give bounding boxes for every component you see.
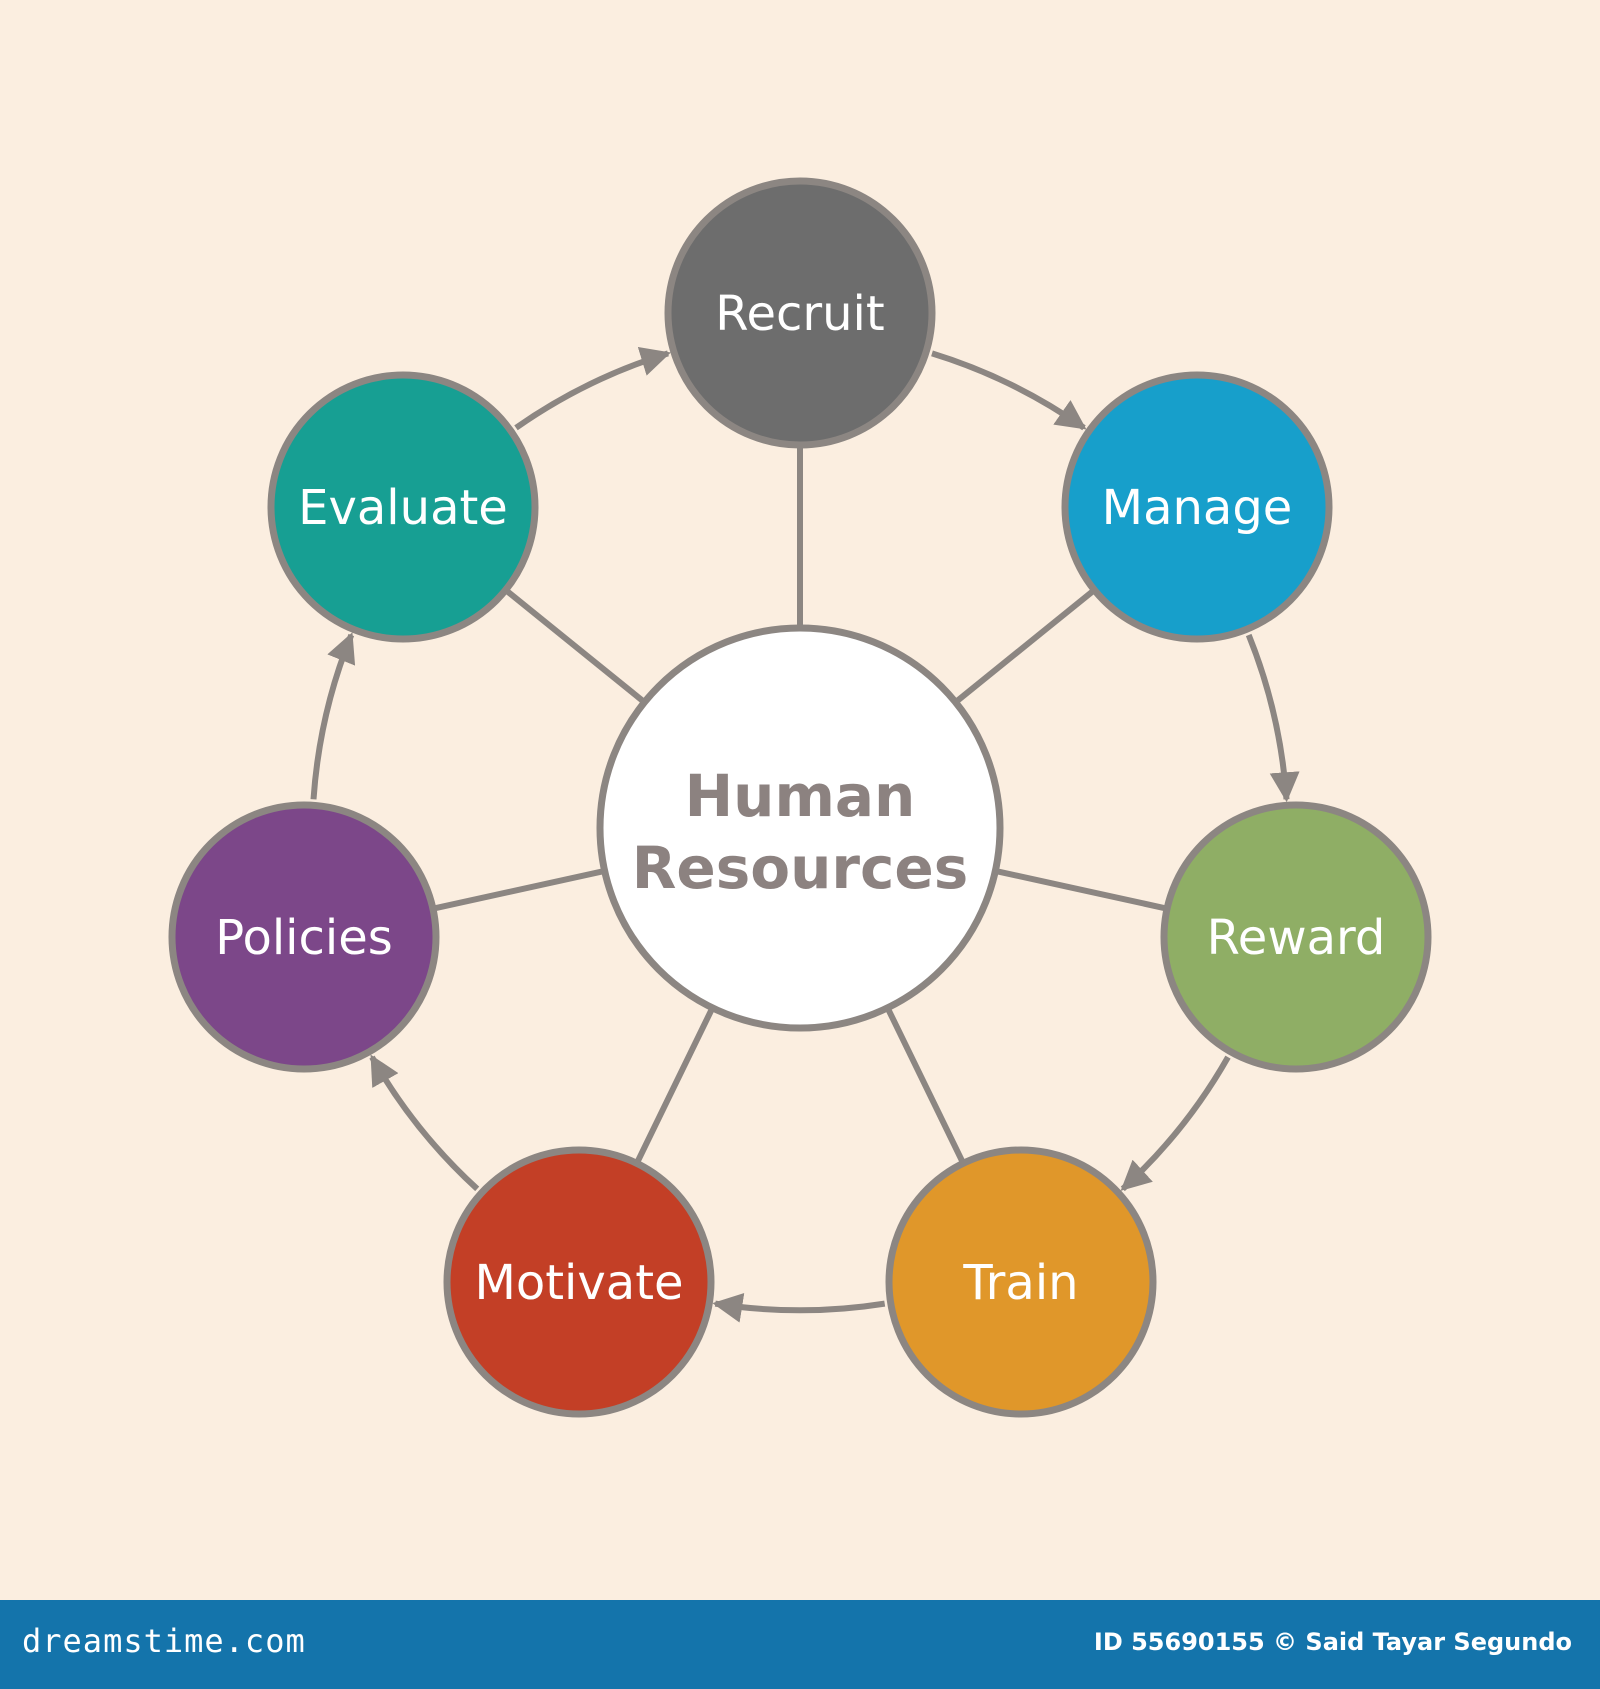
node-label-motivate: Motivate	[474, 1255, 683, 1311]
arrow-manage-to-reward	[1245, 633, 1300, 803]
spoke-lines	[432, 445, 1168, 1165]
spoke-policies	[432, 867, 606, 912]
image-credit: ID 55690155 © Said Tayar Segundo	[1093, 1628, 1572, 1656]
arrow-reward-to-train	[1120, 1055, 1231, 1192]
spoke-evaluate	[503, 587, 647, 705]
node-label-policies: Policies	[215, 910, 393, 966]
node-circle-manage	[1061, 371, 1333, 643]
node-evaluate: Evaluate	[267, 371, 539, 643]
arrow-train-to-motivate	[712, 1292, 886, 1323]
node-label-evaluate: Evaluate	[298, 480, 508, 536]
center-circle	[596, 624, 1004, 1032]
node-label-reward: Reward	[1207, 910, 1386, 966]
node-circle-recruit	[664, 177, 936, 449]
node-circle-policies	[168, 801, 440, 1073]
spoke-train	[884, 1006, 966, 1165]
arrow-recruit-to-manage	[931, 350, 1087, 431]
node-circle-train	[885, 1146, 1157, 1418]
node-recruit: Recruit	[664, 177, 936, 449]
spoke-motivate	[634, 1006, 716, 1165]
node-policies: Policies	[168, 801, 440, 1073]
spoke-reward	[994, 867, 1168, 912]
arrow-policies-to-evaluate	[310, 632, 356, 800]
center-label-line-2: Resources	[632, 834, 969, 902]
brand-watermark[interactable]: dreamstime.com	[22, 1622, 306, 1660]
node-train: Train	[885, 1146, 1157, 1418]
footer-bar: dreamstime.com ID 55690155 © Said Tayar …	[0, 1600, 1600, 1689]
spoke-manage	[953, 587, 1097, 705]
node-motivate: Motivate	[443, 1146, 715, 1418]
node-circle-motivate	[443, 1146, 715, 1418]
node-circle-reward	[1160, 801, 1432, 1073]
node-reward: Reward	[1160, 801, 1432, 1073]
node-label-train: Train	[962, 1255, 1078, 1311]
center-label-line-1: Human	[685, 762, 916, 830]
cycle-arrows	[310, 346, 1300, 1323]
arrow-motivate-to-policies	[369, 1054, 480, 1192]
node-circle-evaluate	[267, 371, 539, 643]
node-manage: Manage	[1061, 371, 1333, 643]
arrow-evaluate-to-recruit	[514, 346, 671, 431]
node-label-manage: Manage	[1102, 480, 1293, 536]
node-label-recruit: Recruit	[715, 286, 884, 342]
